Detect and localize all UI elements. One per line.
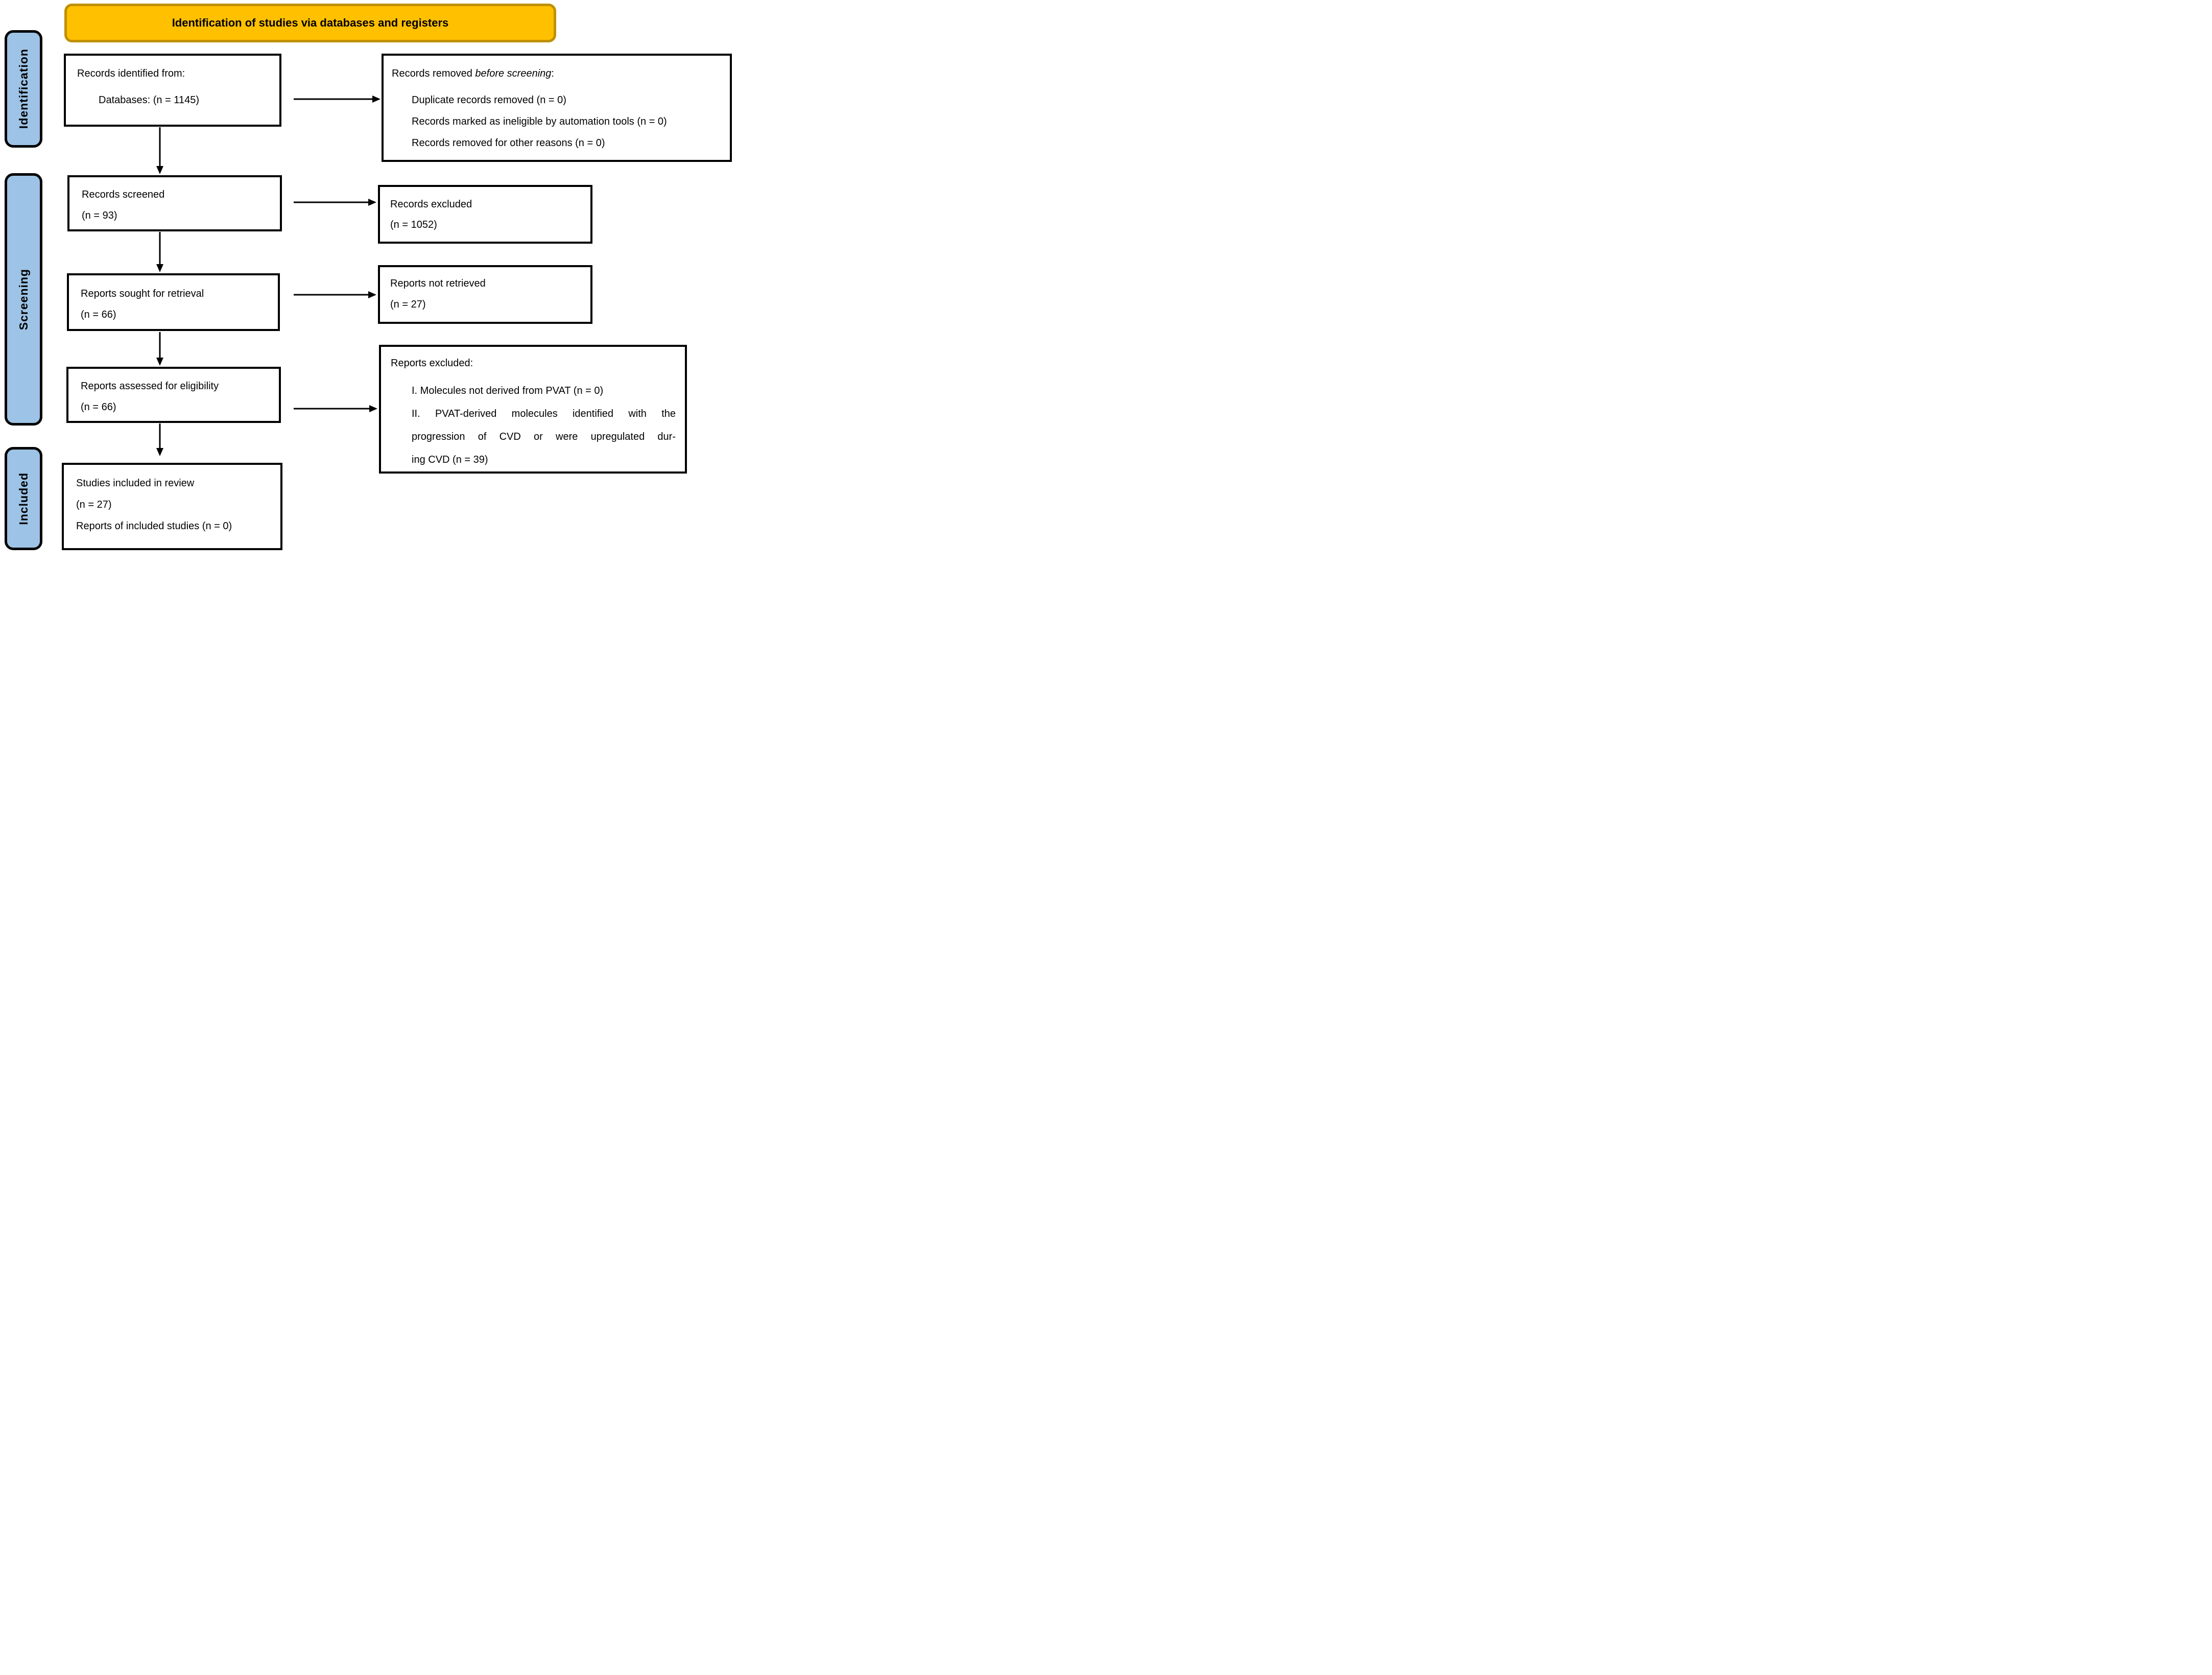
records-removed-title-prefix: Records removed <box>392 68 475 79</box>
studies-included-line2: (n = 27) <box>76 499 112 510</box>
box-records-screened: Records screened (n = 93) <box>67 175 282 231</box>
box-reports-sought: Reports sought for retrieval (n = 66) <box>67 273 280 331</box>
records-screened-line2: (n = 93) <box>82 210 117 221</box>
box-records-removed: Records removed before screening: Duplic… <box>382 54 732 162</box>
reports-excluded-title: Reports excluded: <box>391 358 473 369</box>
records-removed-title-suffix: : <box>551 68 554 79</box>
records-removed-title-italic: before screening <box>475 68 552 79</box>
arrow-identified-to-removed <box>294 96 380 103</box>
reports-not-retrieved-line1: Reports not retrieved <box>390 278 486 289</box>
arrow-assessed-to-included <box>156 423 163 456</box>
reports-not-retrieved-line2: (n = 27) <box>390 299 426 310</box>
studies-included-line3: Reports of included studies (n = 0) <box>76 521 232 532</box>
header-title: Identification of studies via databases … <box>172 16 449 29</box>
box-records-excluded: Records excluded (n = 1052) <box>378 185 592 244</box>
stage-label-identification: Identification <box>5 30 42 148</box>
records-screened-line1: Records screened <box>82 189 165 200</box>
reports-sought-line1: Reports sought for retrieval <box>81 288 204 299</box>
box-reports-assessed: Reports assessed for eligibility (n = 66… <box>66 367 281 423</box>
prisma-flow-diagram: Identification of studies via databases … <box>0 0 738 558</box>
records-identified-line2: Databases: (n = 1145) <box>99 95 199 106</box>
box-reports-excluded: Reports excluded: I. Molecules not deriv… <box>379 345 687 474</box>
records-identified-line1: Records identified from: <box>77 68 185 79</box>
studies-included-line1: Studies included in review <box>76 478 195 489</box>
box-reports-not-retrieved: Reports not retrieved (n = 27) <box>378 265 592 324</box>
arrow-assessed-to-reports-excluded <box>294 405 377 412</box>
reports-excluded-item2-line2: progression of CVD or were upregulated d… <box>412 431 676 442</box>
arrow-identified-to-screened <box>156 127 163 174</box>
arrow-sought-to-assessed <box>156 332 163 366</box>
arrow-screened-to-excluded <box>294 199 376 206</box>
arrow-layer <box>156 96 380 456</box>
reports-assessed-line1: Reports assessed for eligibility <box>81 381 219 392</box>
records-removed-title: Records removed before screening: <box>392 68 554 80</box>
arrow-sought-to-not-retrieved <box>294 291 376 298</box>
records-excluded-line2: (n = 1052) <box>390 219 437 230</box>
records-excluded-line1: Records excluded <box>390 199 472 210</box>
reports-excluded-item1: I. Molecules not derived from PVAT (n = … <box>412 385 604 396</box>
records-removed-item-3: Records removed for other reasons (n = 0… <box>412 137 605 149</box>
reports-excluded-item2-line3: ing CVD (n = 39) <box>412 454 488 465</box>
stage-label-screening: Screening <box>5 173 42 426</box>
reports-assessed-line2: (n = 66) <box>81 402 116 413</box>
records-removed-item-2: Records marked as ineligible by automati… <box>412 116 667 127</box>
arrow-screened-to-sought <box>156 232 163 272</box>
records-removed-item-1: Duplicate records removed (n = 0) <box>412 95 566 106</box>
box-studies-included: Studies included in review (n = 27) Repo… <box>62 463 282 550</box>
header-banner: Identification of studies via databases … <box>64 4 556 42</box>
stage-label-included: Included <box>5 447 42 550</box>
box-records-identified: Records identified from: Databases: (n =… <box>64 54 281 127</box>
reports-sought-line2: (n = 66) <box>81 309 116 320</box>
reports-excluded-item2-line1: II. PVAT-derived molecules identified wi… <box>412 408 676 419</box>
